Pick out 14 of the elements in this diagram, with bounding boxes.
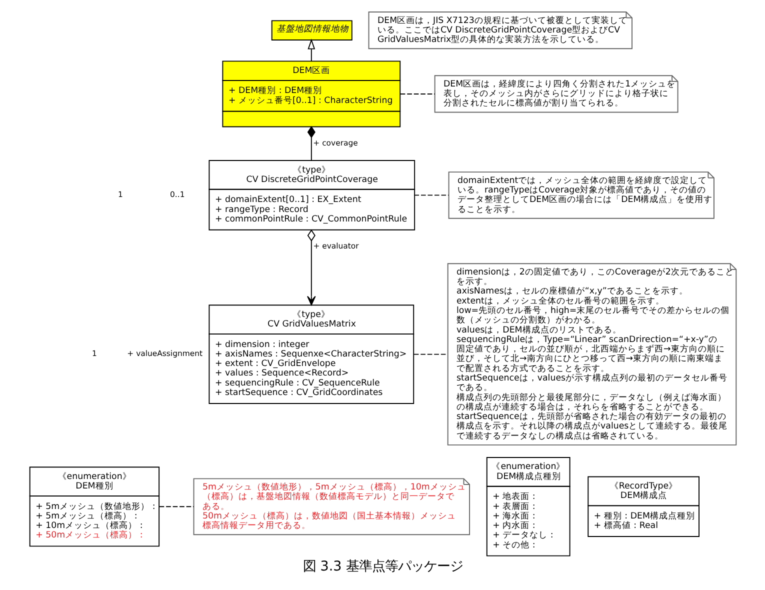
label: 1 (92, 349, 96, 358)
connector (399, 93, 435, 94)
caption: 図 3.3 基準点等パッケージ (302, 558, 463, 574)
connector (413, 194, 448, 196)
label: 1 (118, 190, 122, 200)
label: 0..1 (170, 190, 184, 200)
edge-label: + evaluator (312, 242, 358, 251)
connector (412, 354, 448, 355)
arrow (306, 229, 316, 306)
label: + valueAssignment (126, 349, 202, 358)
arrow (307, 38, 315, 62)
connector (306, 126, 315, 161)
edge-label: + coverage (312, 138, 358, 148)
connector (158, 506, 194, 508)
